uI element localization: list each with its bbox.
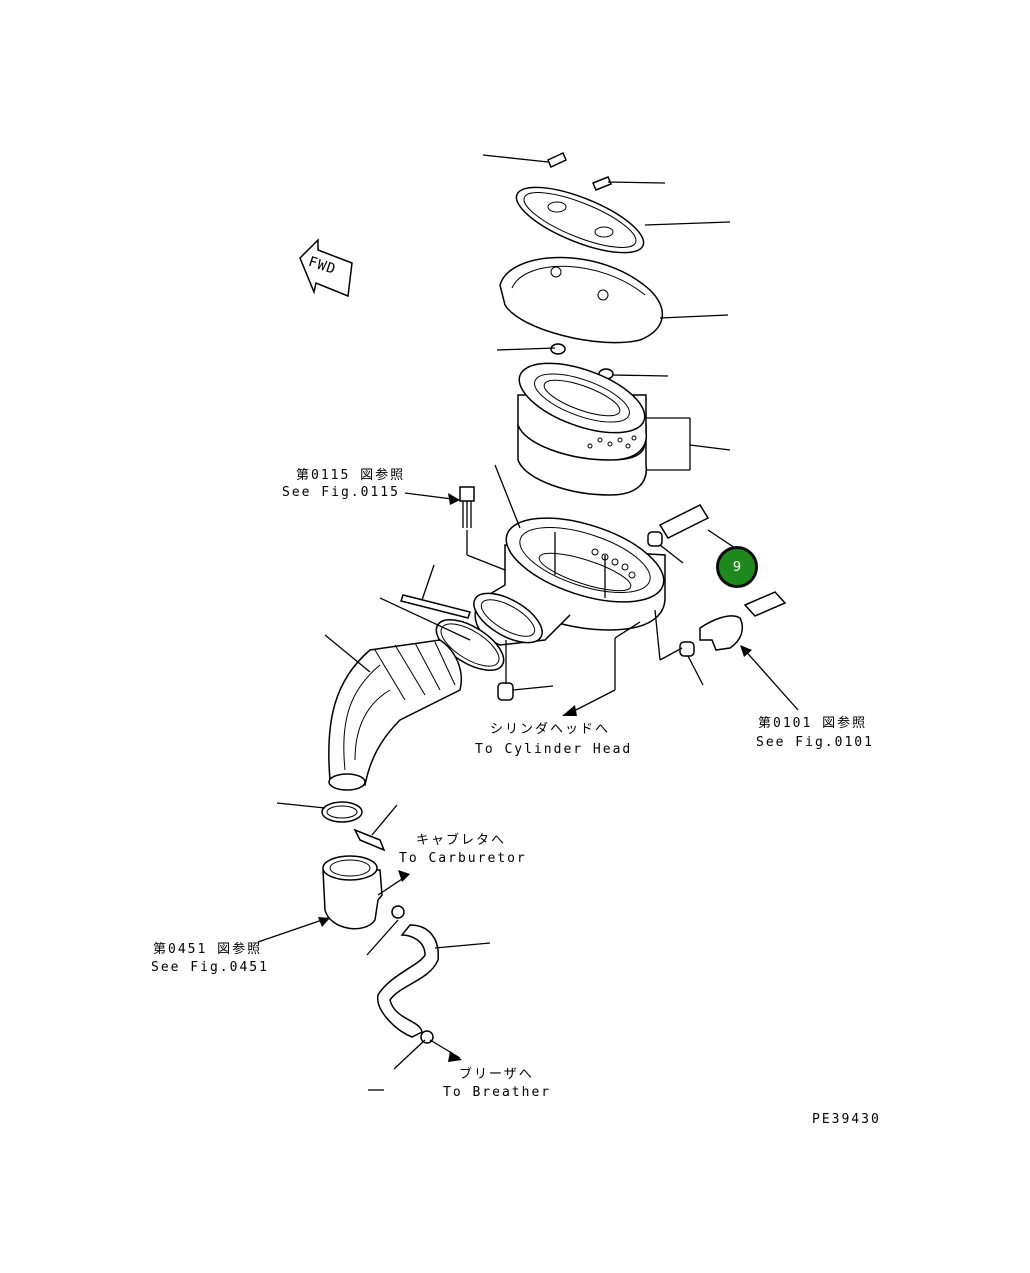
ref-fig0101-en: See Fig.0101 — [756, 735, 874, 750]
dest-breather-jp: ブリーザへ — [459, 1067, 534, 1082]
hose-clamp-part — [321, 801, 363, 823]
intake-hose-part — [328, 639, 462, 791]
arrow-heads — [318, 493, 752, 1062]
gasket-part — [515, 186, 645, 254]
dest-breather-en: To Breather — [443, 1085, 552, 1100]
fwd-arrow-icon — [299, 238, 353, 298]
small-clamp-part — [391, 905, 434, 1044]
ref-fig0451-jp: 第0451 図参照 — [153, 942, 263, 957]
dest-carburetor-jp: キャブレタへ — [416, 833, 507, 848]
cover-part — [499, 256, 664, 344]
ref-fig0451-en: See Fig.0451 — [151, 960, 269, 975]
dest-cylinder-head-en: To Cylinder Head — [475, 742, 633, 757]
bracket-part — [699, 615, 743, 651]
bolt-part — [353, 486, 787, 852]
drawing-code: PE39430 — [812, 1112, 881, 1127]
clip-part — [547, 151, 612, 191]
ref-fig0101-jp: 第0101 図参照 — [758, 716, 868, 731]
filter-element-part — [517, 362, 648, 496]
air-cleaner-case-part — [473, 517, 666, 646]
callout-badge[interactable]: 9 — [716, 546, 758, 588]
breather-hose-part — [377, 924, 439, 1038]
dest-cylinder-head-jp: シリンダヘッドへ — [490, 722, 611, 737]
elbow-adapter-part — [322, 855, 383, 930]
ref-fig0115-en: See Fig.0115 — [282, 485, 400, 500]
ref-fig0115-jp: 第0115 図参照 — [296, 468, 406, 483]
dest-carburetor-en: To Carburetor — [399, 851, 527, 866]
